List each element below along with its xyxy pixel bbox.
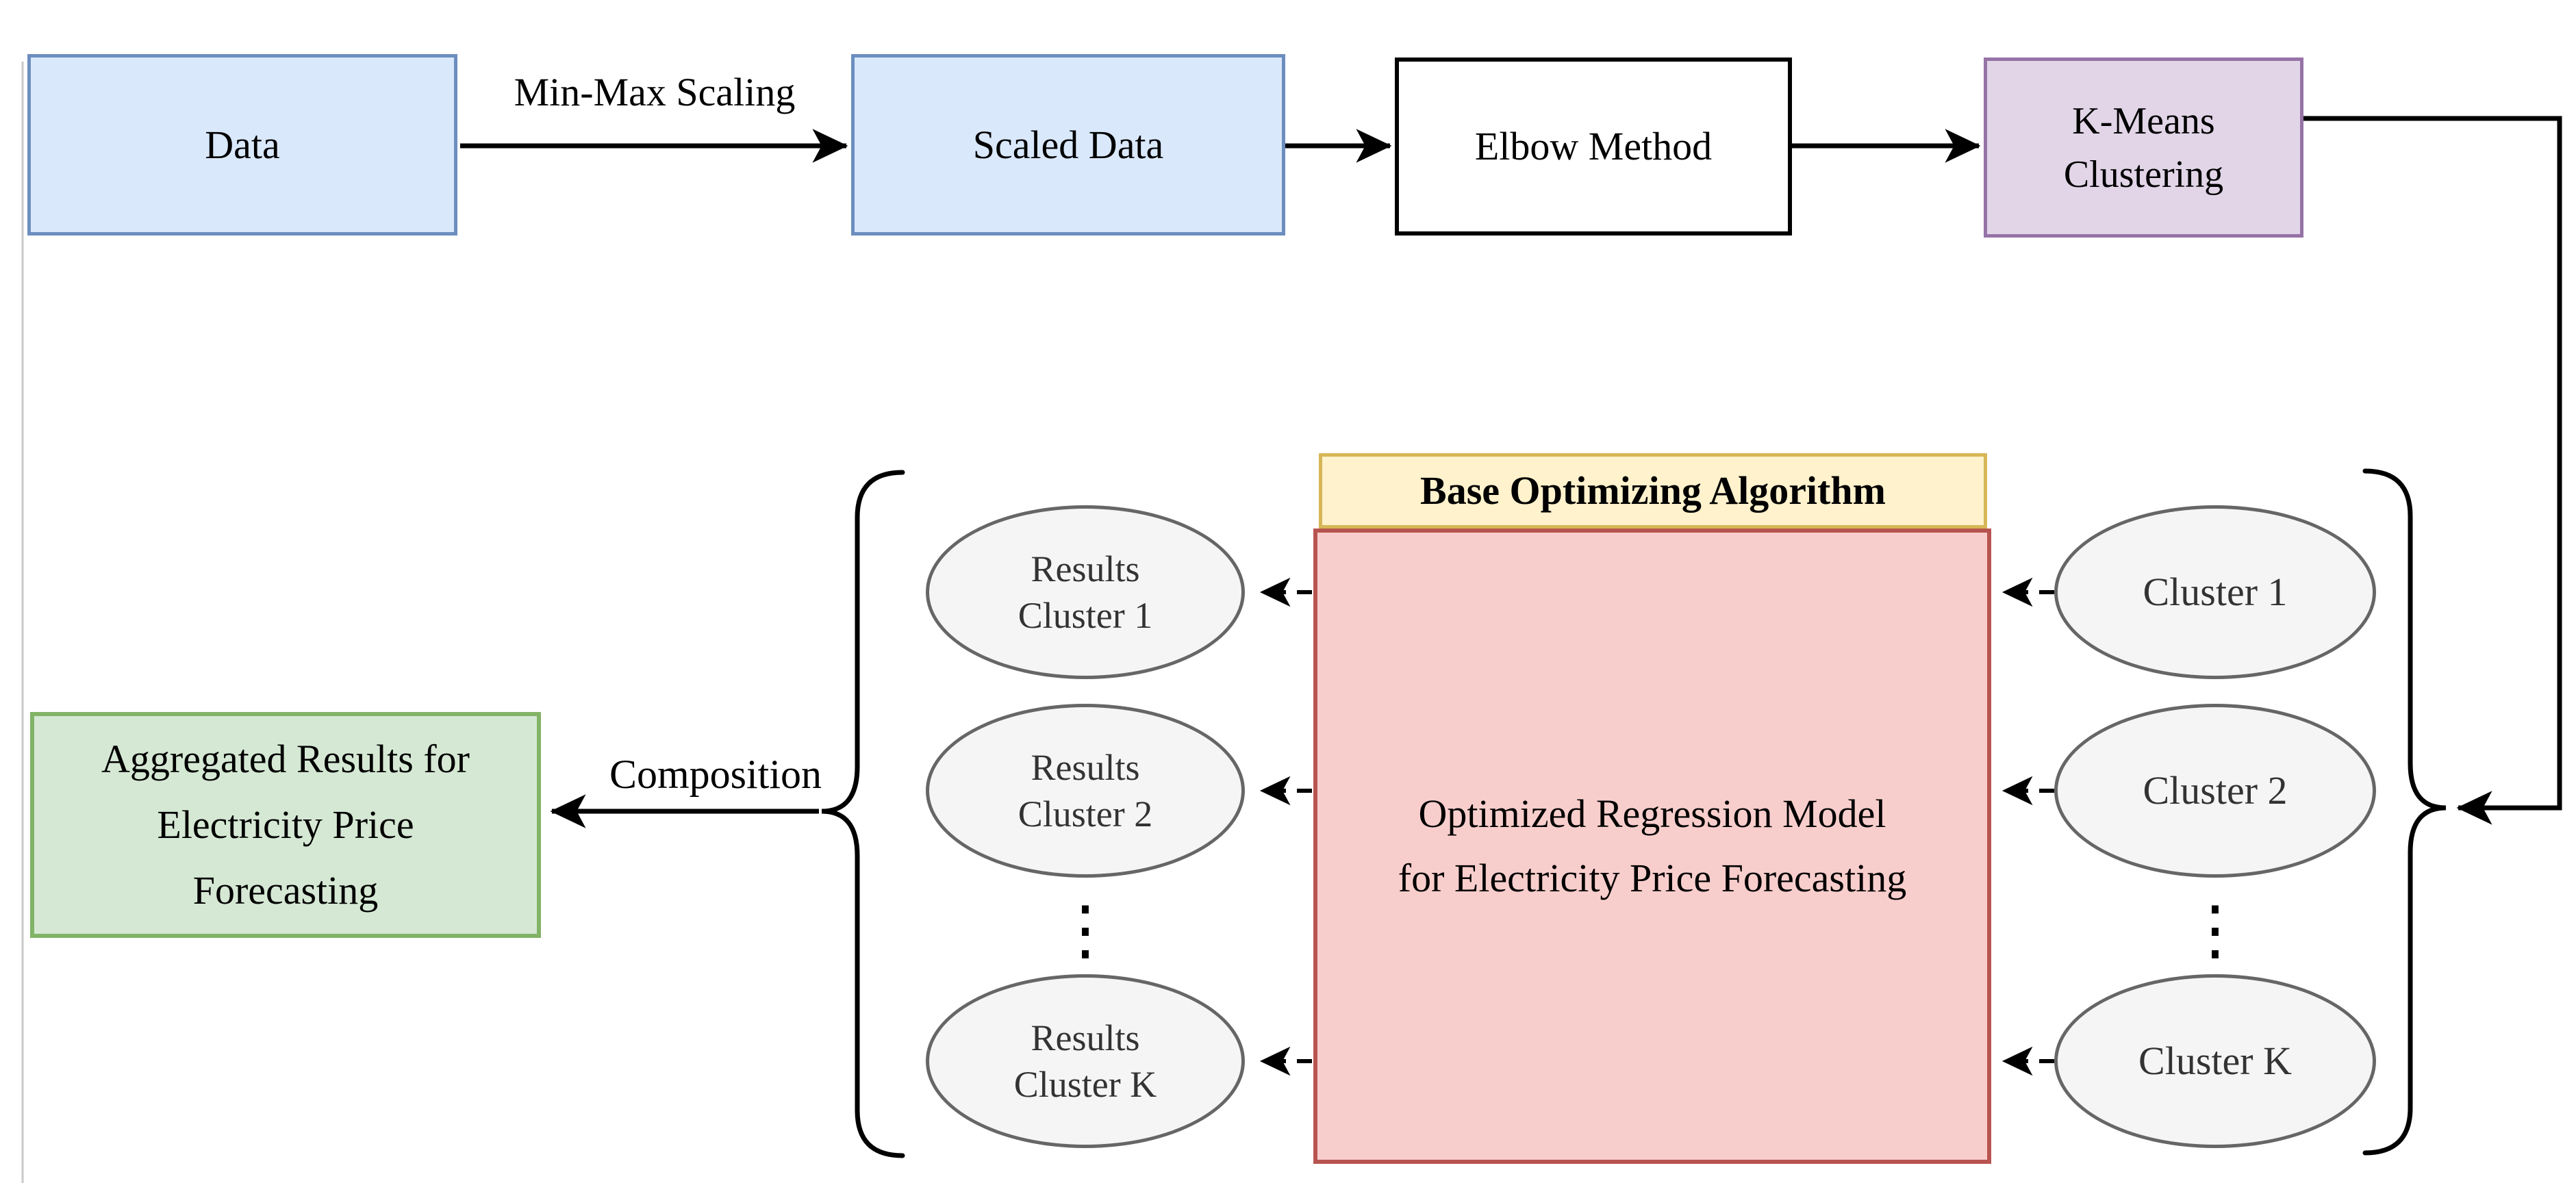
results-k-line2: Cluster K [1013, 1064, 1157, 1105]
results-dots: ⋮ [1052, 891, 1118, 968]
data-box-label: Data [205, 122, 280, 167]
cluster-k-ellipse: Cluster K [2054, 974, 2376, 1148]
results-1-line1: Results [1031, 548, 1140, 589]
cluster-1-ellipse: Cluster 1 [2054, 505, 2376, 679]
results-k-line1: Results [1031, 1017, 1140, 1058]
cluster-k-label: Cluster K [2138, 1039, 2292, 1083]
base-header-label: Base Optimizing Algorithm [1420, 468, 1886, 513]
elbow-method-box: Elbow Method [1395, 58, 1792, 236]
left-curly-brace [821, 470, 905, 1158]
aggregated-results-box: Aggregated Results for Electricity Price… [30, 712, 541, 938]
aggregated-line2: Electricity Price [157, 802, 414, 847]
model-label-line2: for Electricity Price Forecasting [1398, 856, 1907, 900]
base-optimizing-algorithm-header: Base Optimizing Algorithm [1319, 453, 1987, 529]
right-curly-brace [2362, 468, 2447, 1156]
elbow-method-label: Elbow Method [1474, 124, 1713, 168]
clusters-dots: ⋮ [2182, 891, 2248, 968]
results-2-line1: Results [1031, 747, 1140, 788]
results-cluster-1-ellipse: Results Cluster 1 [926, 505, 1245, 679]
minmax-scaling-label: Min-Max Scaling [514, 70, 796, 114]
results-2-line2: Cluster 2 [1018, 793, 1153, 835]
cluster-2-label: Cluster 2 [2143, 768, 2288, 813]
results-cluster-k-ellipse: Results Cluster K [926, 974, 1245, 1148]
composition-label: Composition [609, 752, 822, 797]
cluster-2-ellipse: Cluster 2 [2054, 704, 2376, 878]
cluster-1-label: Cluster 1 [2143, 570, 2288, 614]
kmeans-label-line2: Clustering [2063, 153, 2224, 196]
scaled-data-label: Scaled Data [972, 122, 1164, 167]
optimized-regression-model-box: Optimized Regression Model for Electrici… [1313, 529, 1991, 1164]
scaled-data-box: Scaled Data [851, 54, 1285, 236]
aggregated-line1: Aggregated Results for [101, 737, 470, 781]
connector-kmeans-to-clusters [2303, 116, 2562, 825]
model-label-line1: Optimized Regression Model [1418, 791, 1886, 836]
results-cluster-2-ellipse: Results Cluster 2 [926, 704, 1245, 878]
aggregated-line3: Forecasting [192, 868, 379, 913]
data-box: Data [27, 54, 457, 236]
kmeans-label-line1: K-Means [2072, 99, 2215, 142]
results-1-line2: Cluster 1 [1018, 595, 1153, 636]
kmeans-clustering-box: K-Means Clustering [1984, 58, 2303, 238]
